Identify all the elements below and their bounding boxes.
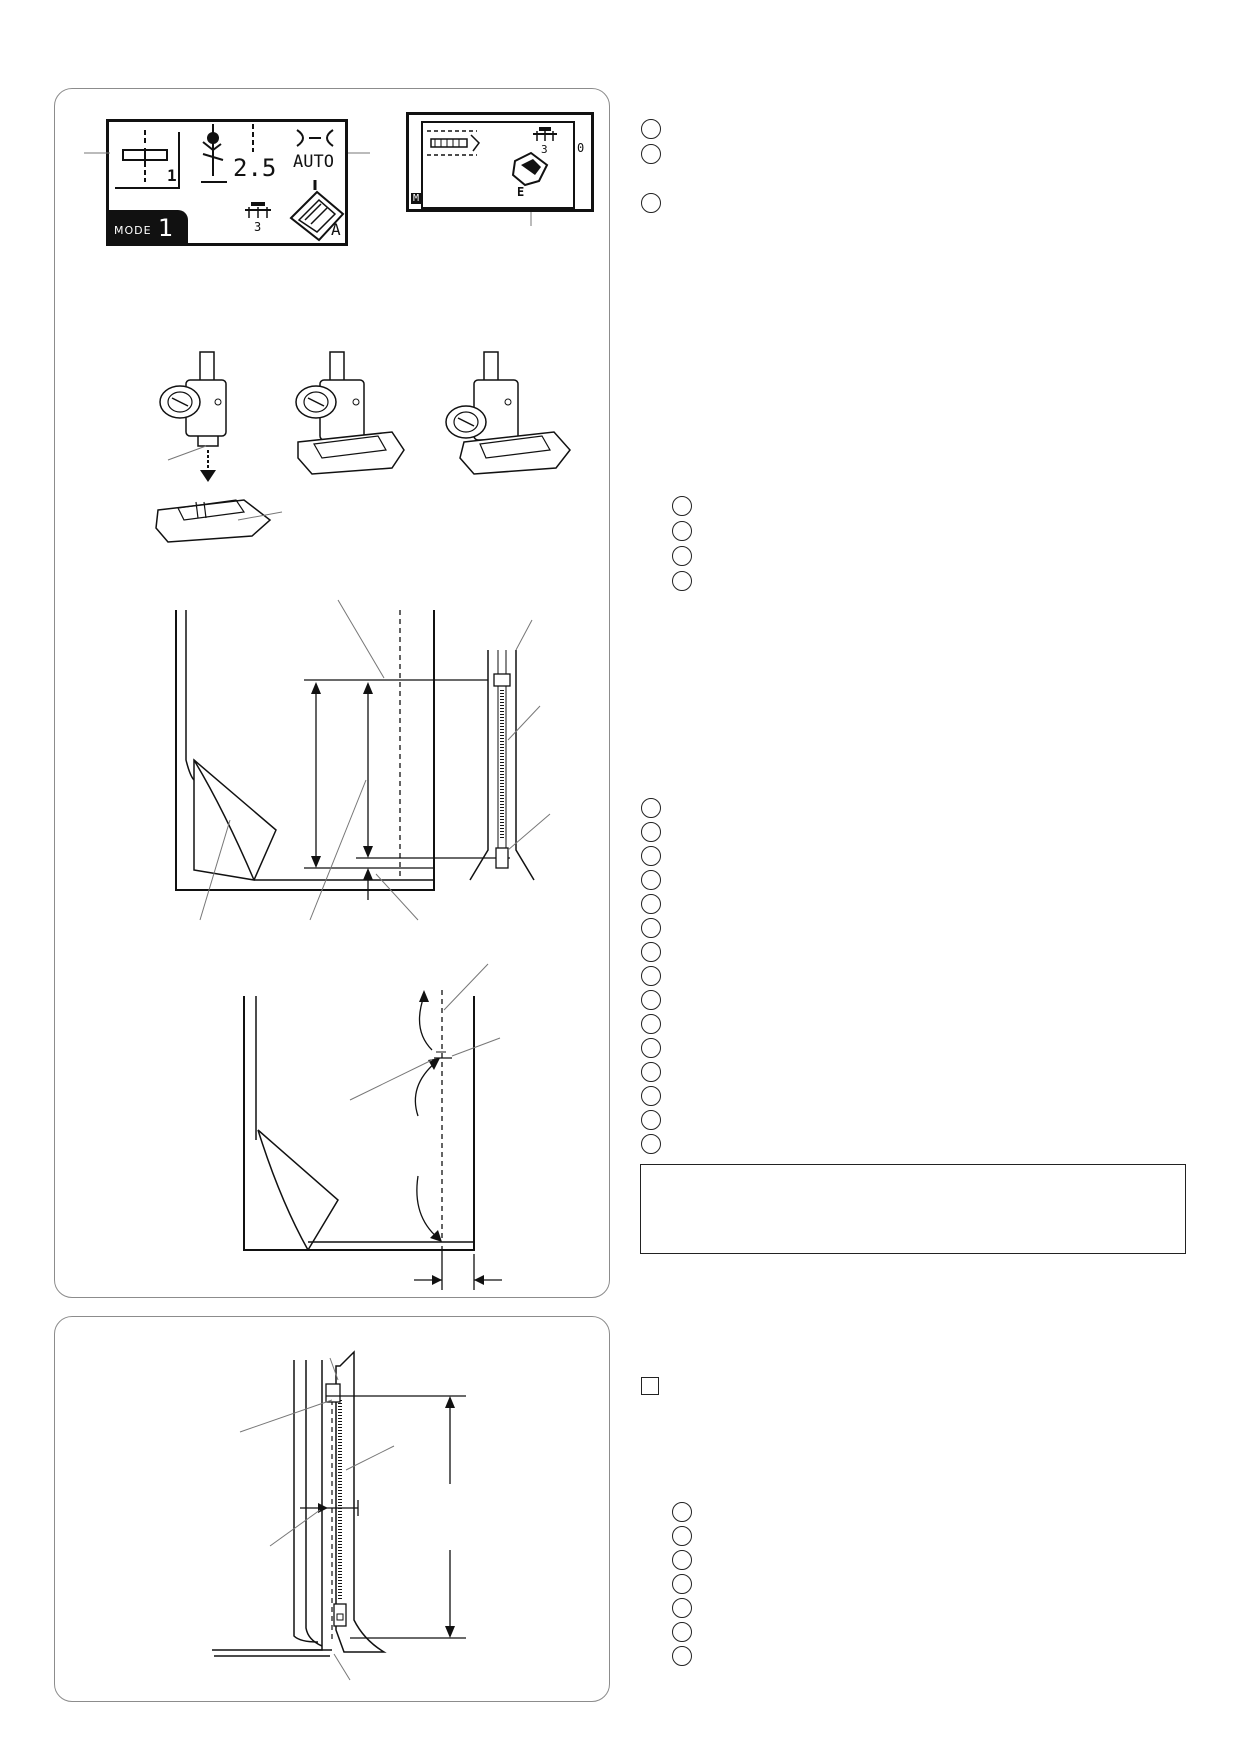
step-marker [672,1550,692,1570]
foot-pressure-value: 3 [254,220,262,234]
step-marker [641,846,661,866]
stitch-length-value: 2.5 [233,154,277,182]
foot-letter: A [331,220,341,239]
corner-letter: M [411,193,422,204]
step-marker [641,966,661,986]
foot-pressure-icon [533,127,557,141]
side-value: 0 [577,141,585,155]
foot-attach-illustration-1 [155,351,272,543]
step-marker [641,990,661,1010]
foot-pressure-icon [245,202,271,218]
step-marker [672,521,692,541]
straight-stitch-icon [115,130,180,189]
lcd-secondary-inner [421,121,575,209]
step-marker [641,144,661,164]
step-marker [641,119,661,139]
step-marker [641,894,661,914]
step-marker [672,1574,692,1594]
presser-foot-icon [289,180,345,242]
step-marker [641,1062,661,1082]
step-marker [641,1038,661,1058]
step-marker [641,1086,661,1106]
zipper-stitch-icon [427,130,480,156]
step-marker [672,1526,692,1546]
top-panel [54,88,610,1298]
length-icon [252,124,254,152]
lcd-secondary-screen: 3 E 0 M [406,112,594,212]
step-marker [641,918,661,938]
step-marker [641,822,661,842]
step-marker [641,798,661,818]
step-marker [672,571,692,591]
mode-number: 1 [158,214,174,242]
tension-icon [296,129,334,147]
step-marker [641,1110,661,1130]
step-marker [672,496,692,516]
needle-icon [201,124,227,183]
note-box [640,1164,1186,1254]
step-marker [641,1014,661,1034]
step-marker [672,1646,692,1666]
foot-attach-illustration-2 [295,351,405,475]
step-marker [672,1502,692,1522]
step-marker [672,546,692,566]
zipper-foot-icon [511,151,549,187]
step-marker [672,1598,692,1618]
mode-tab: MODE 1 [106,210,188,246]
lcd-main-screen: 1 2.5 AUTO 3 A MODE 1 [106,119,348,246]
step-marker [641,942,661,962]
foot-pressure-value: 3 [541,143,548,156]
mode-label: MODE [114,224,152,237]
step-marker [641,1134,661,1154]
tension-auto-label: AUTO [293,152,334,172]
step-marker [641,193,661,213]
stitch-number: 1 [167,166,177,185]
checkbox-marker [641,1377,659,1395]
foot-letter: E [517,185,525,199]
foot-attach-illustration-3 [445,351,571,475]
step-marker [672,1622,692,1642]
step-marker [641,870,661,890]
